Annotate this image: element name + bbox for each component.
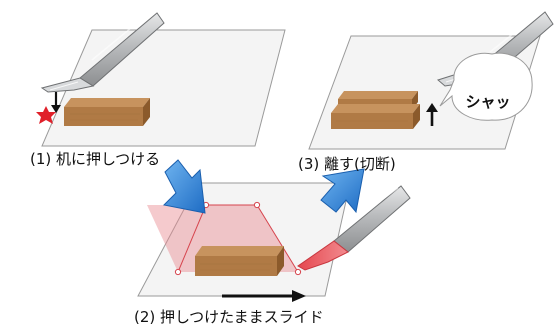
wood-block-2 <box>195 246 284 276</box>
down-arrow-icon <box>51 92 61 113</box>
caption-step3: (3) 離す(切断) <box>298 155 396 173</box>
step3-panel <box>308 11 554 150</box>
up-arrow-icon <box>426 103 438 126</box>
blue-curved-arrow-icon <box>162 159 206 214</box>
utility-knife-icon <box>297 185 411 271</box>
pressure-star-icon <box>36 106 56 124</box>
step1-panel <box>36 12 286 147</box>
blue-curved-arrow-icon <box>320 168 365 214</box>
step2-panel <box>137 182 411 302</box>
utility-knife-icon <box>40 12 165 93</box>
wood-block-1 <box>64 98 150 126</box>
paper-sheet-2 <box>137 182 351 297</box>
right-arrow-icon <box>222 290 306 302</box>
wood-piece-front <box>331 104 420 129</box>
sound-effect-text: シャッ <box>465 93 511 111</box>
caption-step1: (1) 机に押しつける <box>30 150 161 168</box>
speech-bubble-icon <box>439 52 533 121</box>
caption-step2: (2) 押しつけたままスライド <box>134 308 324 326</box>
